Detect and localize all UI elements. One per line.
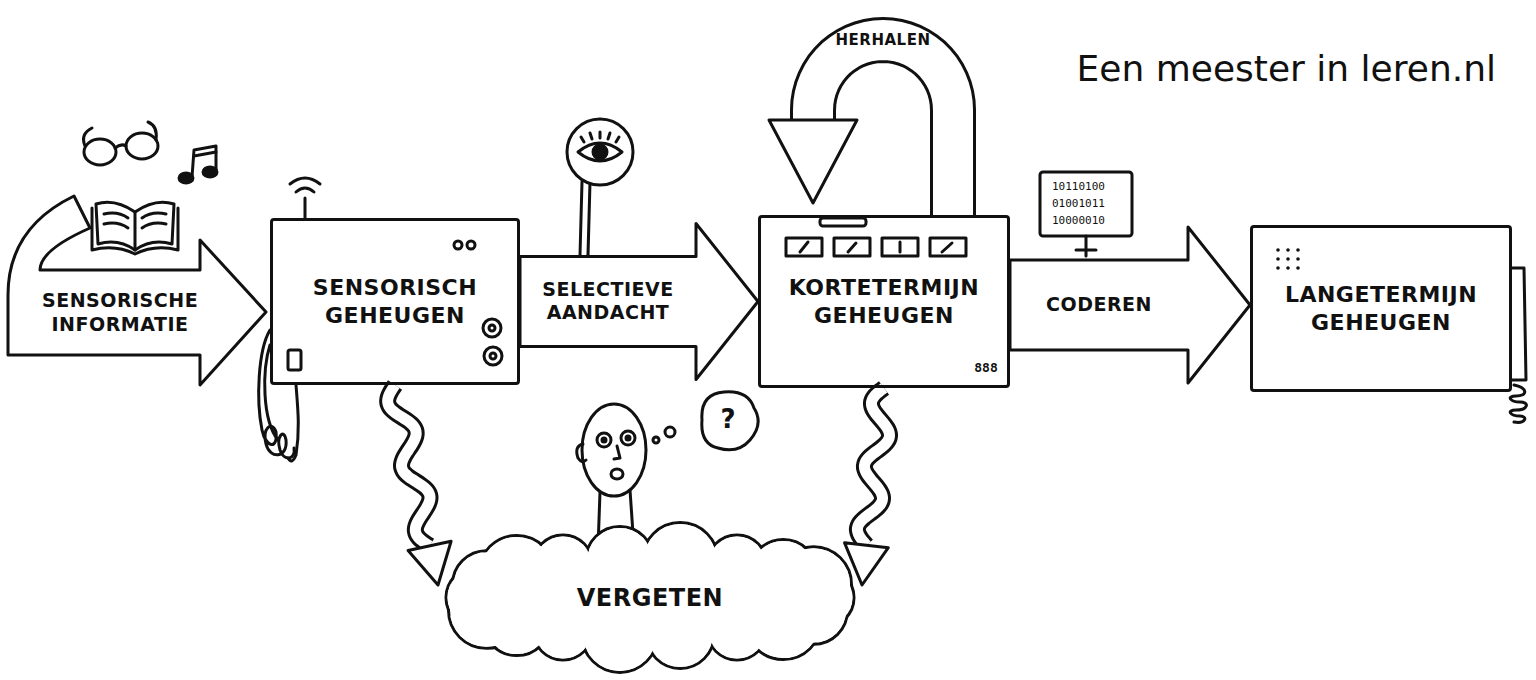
memory-box: LANGETERMIJN GEHEUGEN <box>1250 225 1512 392</box>
device-details <box>786 218 966 256</box>
wave-band <box>388 385 430 546</box>
arrow-shape <box>8 240 266 385</box>
node-text: LANGETERMIJN GEHEUGEN <box>1274 281 1489 336</box>
cloud-fill <box>476 558 824 637</box>
node-text: VERGETEN <box>577 583 723 613</box>
device-details <box>1276 248 1300 270</box>
arrow-label: SELECTIEVE AANDACHT <box>528 278 688 326</box>
node-text: SENSORISCHE INFORMATIE <box>42 289 198 337</box>
digit-display: 888 <box>974 360 997 376</box>
book-icon <box>92 202 178 254</box>
binary-code: 10110100 <box>1052 180 1105 193</box>
site-title: Een meester in leren.nl <box>1077 48 1496 89</box>
input-arrow: SENSORISCHE INFORMATIE <box>8 240 266 385</box>
glasses-icon <box>84 122 158 165</box>
handle-and-cord <box>1510 268 1526 422</box>
memory-box: KORTETERMIJN GEHEUGEN <box>758 215 1010 388</box>
binary-code: 10000010 <box>1052 214 1105 227</box>
forget-cloud: VERGETEN <box>440 530 860 665</box>
question-mark: ? <box>720 404 735 435</box>
forget-arrow <box>388 385 451 585</box>
text-holder: VERGETEN <box>440 530 860 665</box>
arrow-outline <box>8 196 266 385</box>
arrow-head <box>769 120 857 203</box>
text-holder: LANGETERMIJN GEHEUGEN <box>1253 228 1509 389</box>
music-note <box>179 146 217 183</box>
wave-band <box>857 388 889 545</box>
wave-band <box>857 388 889 545</box>
forget-arrow <box>845 388 890 585</box>
node-text: SENSORISCH GEHEUGEN <box>288 274 503 329</box>
binary-code: 01001011 <box>1052 197 1105 210</box>
arrow-label: HERHALEN <box>836 31 931 50</box>
magnifier-icon <box>567 119 633 256</box>
text-holder: KORTETERMIJN GEHEUGEN <box>761 218 1007 385</box>
memory-box: SENSORISCH GEHEUGEN <box>270 218 520 385</box>
node-text: KORTETERMIJN GEHEUGEN <box>777 274 992 329</box>
text-holder: SENSORISCH GEHEUGEN <box>273 221 517 382</box>
text-holder: SENSORISCHE INFORMATIE <box>42 272 198 354</box>
block-arrow <box>1010 227 1250 383</box>
rehearse-loop <box>769 40 953 215</box>
block-arrow <box>520 224 758 380</box>
arrow-head <box>408 541 451 585</box>
wave-band <box>388 385 430 546</box>
monitor-icon <box>1040 172 1132 256</box>
arrow-label: CODEREN <box>1046 293 1152 317</box>
flow-arrow <box>1010 227 1250 383</box>
flow-arrow <box>520 224 758 380</box>
